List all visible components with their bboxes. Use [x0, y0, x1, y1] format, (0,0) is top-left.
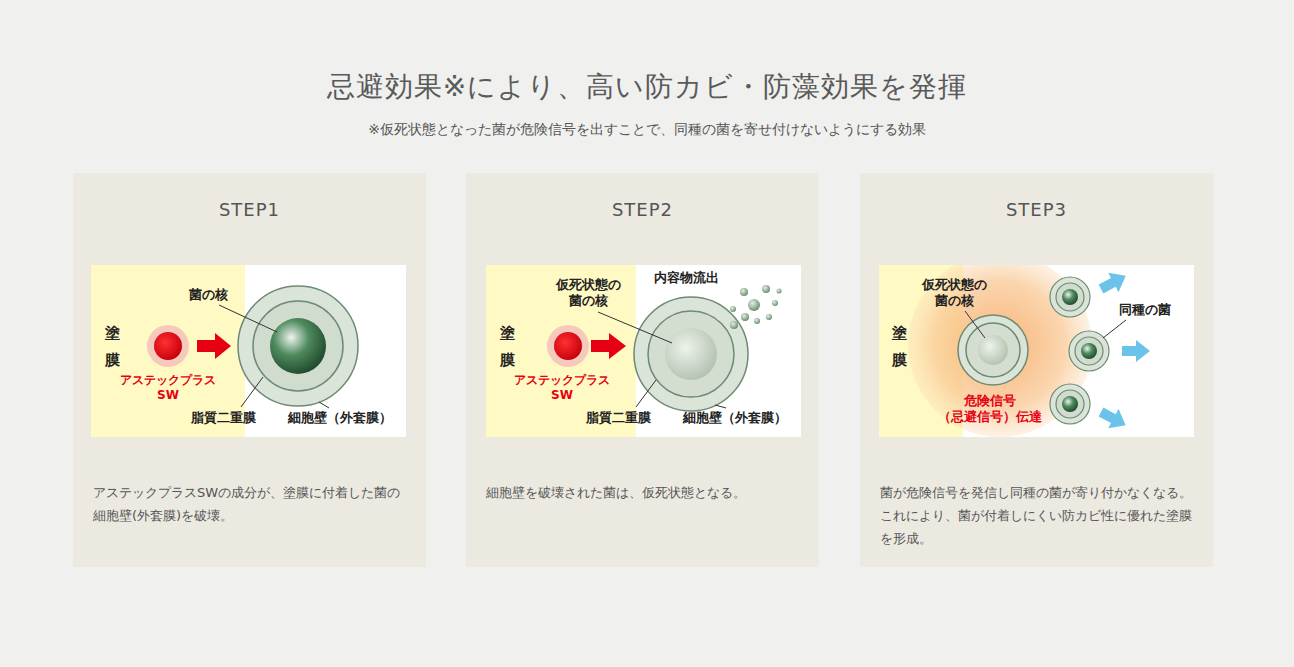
- nucleus: [665, 328, 717, 380]
- part-label: 細胞壁（外套膜）: [683, 410, 787, 426]
- part-label: 同種の菌: [1119, 302, 1171, 318]
- part-label: 仮死状態の 菌の核: [912, 277, 996, 309]
- part-label: 内容物流出: [654, 270, 719, 286]
- step-heading: STEP1: [73, 199, 426, 220]
- heading: 忌避効果※により、高い防カビ・防藻効果を発揮: [0, 68, 1294, 106]
- panel-ground: [860, 173, 1213, 567]
- lipid-bilayer: [966, 323, 1020, 377]
- cell-wall: [634, 297, 748, 411]
- panel-ground: [73, 173, 426, 567]
- danger-signal-glow: [908, 265, 1092, 437]
- leaked-contents: [730, 285, 782, 329]
- repel-arrows: [1096, 266, 1150, 435]
- step-description: 菌が危険信号を発信し同種の菌が寄り付かなくなる。これにより、菌が付着しにくい防カ…: [880, 481, 1193, 550]
- step-heading: STEP2: [466, 199, 819, 220]
- part-label: 脂質二重膜: [191, 410, 256, 426]
- coating-label: 塗膜: [105, 320, 120, 374]
- coating-label: 塗膜: [892, 320, 907, 374]
- step-panel: STEP1 アステックプラスSWの成分が、塗膜に付着した菌の細胞壁(外套膜)を破壊…: [73, 173, 426, 567]
- lipid-bilayer: [648, 311, 734, 397]
- signal-label: 危険信号 （忌避信号）伝達: [929, 393, 1051, 425]
- part-label: 細胞壁（外套膜）: [288, 410, 392, 426]
- step-heading: STEP3: [860, 199, 1213, 220]
- step-panel: STEP3 菌が危険信号を発信し同種の菌が寄り付かなくなる。これにより、菌が付着し…: [860, 173, 1213, 567]
- agent-label: アステックプラスSW: [512, 373, 612, 403]
- nucleus: [270, 318, 326, 374]
- step-description: 細胞壁を破壊された菌は、仮死状態となる。: [486, 481, 799, 504]
- nucleus: [978, 335, 1008, 365]
- part-label: 菌の核: [189, 287, 228, 303]
- step-panel: STEP2 細胞壁を破壊された菌は、仮死状態となる。 塗膜アステックプラスSW: [466, 173, 819, 567]
- step1-illustration: [91, 265, 406, 437]
- step3-illustration: [879, 253, 1194, 437]
- note: ※仮死状態となった菌が危険信号を出すことで、同種の菌を寄せ付けないようにする効果: [0, 121, 1294, 139]
- lipid-bilayer: [253, 301, 343, 391]
- step-description: アステックプラスSWの成分が、塗膜に付着した菌の細胞壁(外套膜)を破壊。: [93, 481, 406, 527]
- agent-label: アステックプラスSW: [118, 373, 218, 403]
- part-label: 仮死状態の 菌の核: [546, 277, 630, 309]
- panel-ground: [466, 173, 819, 567]
- cell-wall: [238, 286, 358, 406]
- same-species-cells: [1050, 277, 1109, 424]
- step2-illustration: [486, 265, 801, 437]
- attack-arrow: [591, 333, 626, 359]
- cell-wall: [958, 315, 1028, 385]
- part-label: 脂質二重膜: [586, 410, 651, 426]
- attack-arrow: [197, 333, 231, 359]
- coating-label: 塗膜: [500, 320, 515, 374]
